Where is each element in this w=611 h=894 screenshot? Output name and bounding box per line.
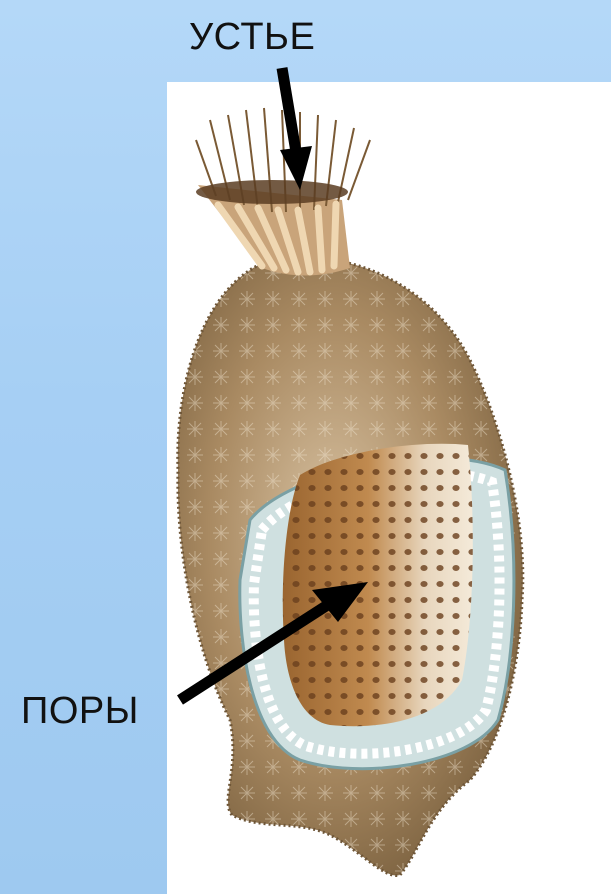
mouth-label: УСТЬЕ bbox=[189, 18, 315, 56]
pores-label: ПОРЫ bbox=[21, 692, 139, 730]
mouth-crown bbox=[196, 108, 370, 276]
